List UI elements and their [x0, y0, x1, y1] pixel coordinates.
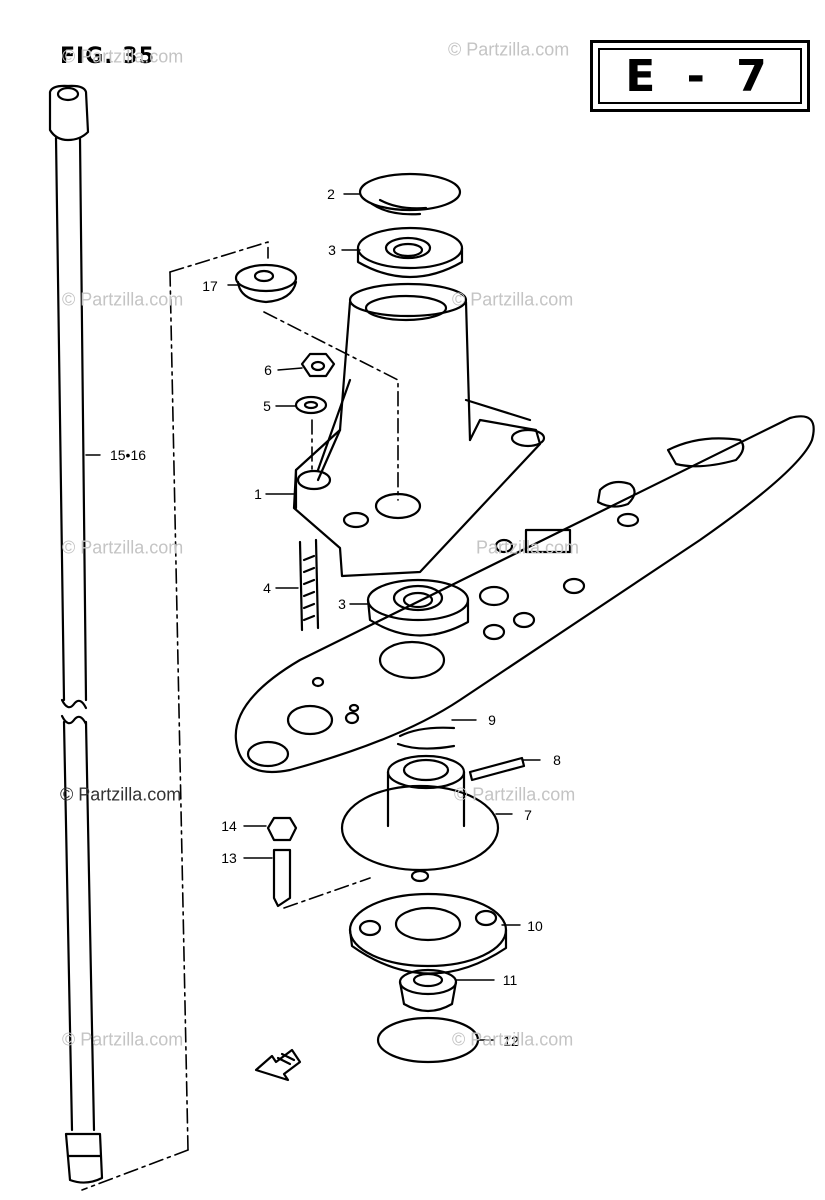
rod-15-16 — [48, 84, 104, 1184]
callout-6: 6 — [264, 362, 272, 378]
callout-3-upper: 3 — [328, 242, 336, 258]
watermark: Partzilla.com — [476, 537, 580, 558]
callout-3-lower: 3 — [338, 596, 346, 612]
dash-frame — [81, 241, 399, 1191]
part-3-seal-lower — [366, 578, 470, 637]
callout-7: 7 — [524, 807, 532, 823]
watermark: © Partzilla.com — [452, 1029, 574, 1050]
part-8-pin — [468, 756, 526, 782]
watermark: © Partzilla.com — [454, 784, 576, 805]
watermark: © Partzilla.com — [60, 784, 182, 805]
callout-12: 12 — [503, 1033, 519, 1049]
watermark: © Partzilla.com — [62, 537, 184, 558]
leader-lines — [85, 193, 541, 1041]
section-code: E - 7 — [598, 48, 802, 104]
part-3-seal-upper — [356, 226, 464, 278]
part-6-nut — [300, 352, 336, 378]
callout-2: 2 — [327, 186, 335, 202]
callout-17: 17 — [202, 278, 218, 294]
part-9-ring — [396, 726, 456, 750]
part-11-bushing — [398, 968, 458, 1013]
part-13-bolt — [272, 848, 292, 908]
callout-8: 8 — [553, 752, 561, 768]
watermark: © Partzilla.com — [452, 289, 574, 310]
callout-5: 5 — [263, 398, 271, 414]
callout-14: 14 — [221, 818, 237, 834]
callout-4: 4 — [263, 580, 271, 596]
forward-arrow-icon — [254, 1048, 302, 1082]
part-5-washer — [294, 395, 328, 415]
part-10-plate — [348, 892, 508, 975]
gasket-plate — [234, 415, 815, 774]
callout-10: 10 — [527, 918, 543, 934]
watermark: © Partzilla.com — [448, 39, 570, 60]
part-4-stud — [298, 538, 320, 632]
part-14-nut — [266, 816, 298, 842]
callout-15-16: 15•16 — [109, 447, 147, 463]
part-7-swivel-base — [340, 754, 500, 883]
part-1-housing — [292, 282, 546, 578]
watermark: © Partzilla.com — [62, 289, 184, 310]
part-2-snap-ring — [358, 172, 462, 216]
callout-1: 1 — [254, 486, 262, 502]
callout-11: 11 — [502, 972, 518, 988]
callout-9: 9 — [488, 712, 496, 728]
watermark: © Partzilla.com — [62, 46, 184, 67]
section-code-box: E - 7 — [590, 40, 810, 112]
callout-13: 13 — [221, 850, 237, 866]
figure-label: FIG. 35 — [60, 44, 155, 69]
watermark: © Partzilla.com — [62, 1029, 184, 1050]
part-17-grommet — [234, 263, 298, 304]
